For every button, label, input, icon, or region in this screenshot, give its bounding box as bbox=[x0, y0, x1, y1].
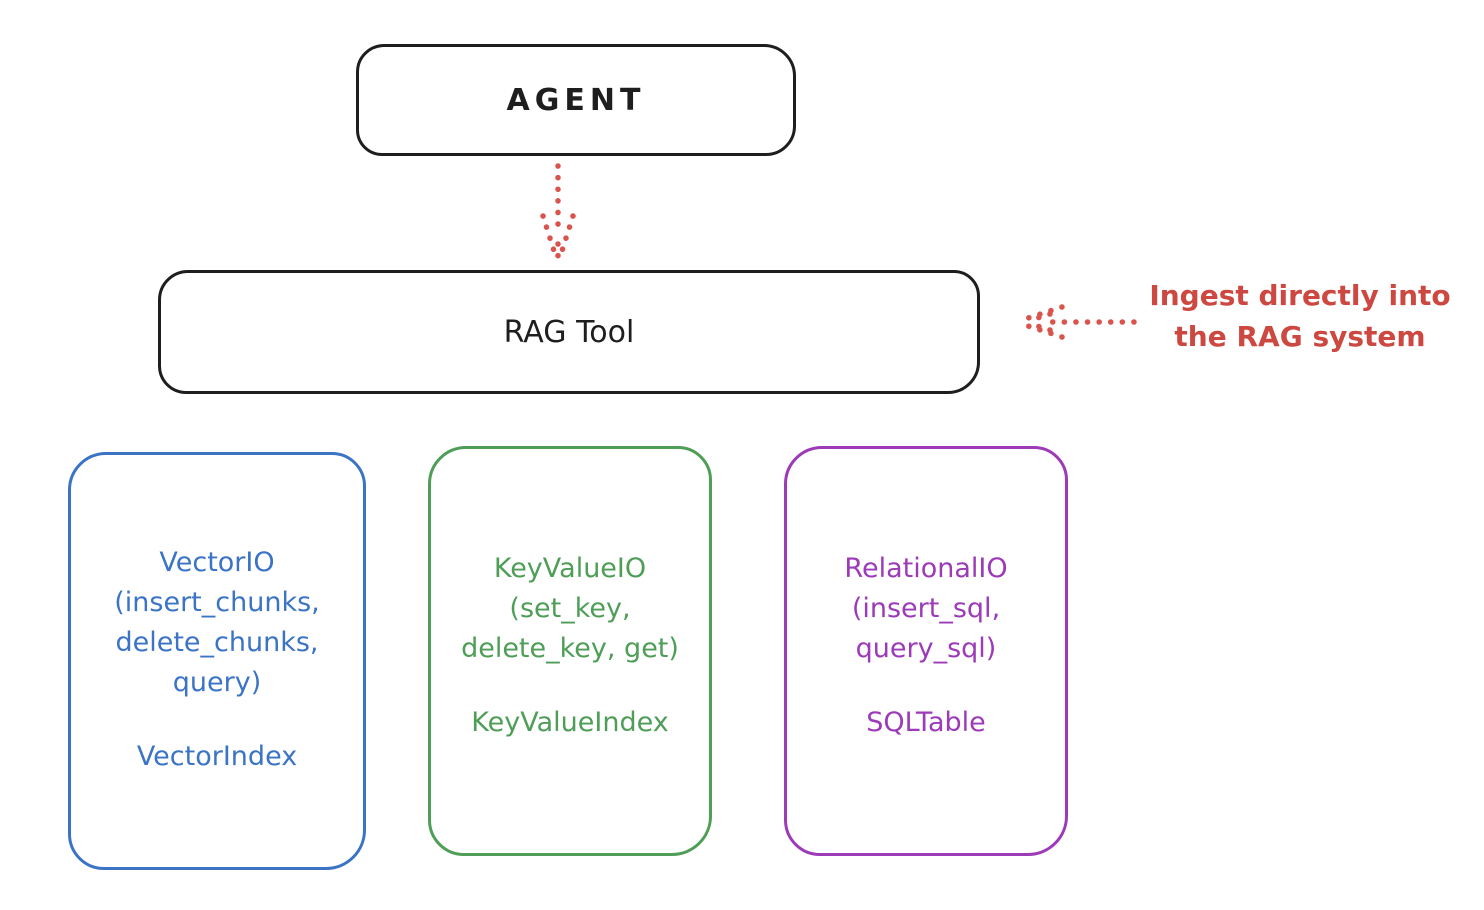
rag-tool-node-label: RAG Tool bbox=[503, 314, 635, 350]
vector-io-box: VectorIO (insert_chunks, delete_chunks, … bbox=[68, 452, 366, 870]
relational-io-box: RelationalIO (insert_sql, query_sql) SQL… bbox=[784, 446, 1068, 856]
keyvalue-io-box: KeyValueIO (set_key, delete_key, get) Ke… bbox=[428, 446, 712, 856]
relational-io-title: RelationalIO (insert_sql, query_sql) bbox=[844, 553, 1008, 664]
agent-node-label: AGENT bbox=[506, 82, 646, 118]
agent-node: AGENT bbox=[356, 44, 796, 156]
vector-index-label: VectorIndex bbox=[136, 741, 298, 772]
agent-to-rag-arrow bbox=[534, 158, 582, 268]
vector-io-title: VectorIO (insert_chunks, delete_chunks, … bbox=[114, 547, 320, 698]
ingest-annotation-text: Ingest directly into the RAG system bbox=[1149, 279, 1451, 353]
dotted-down-arrow-icon bbox=[540, 163, 576, 264]
keyvalue-index-label: KeyValueIndex bbox=[471, 707, 669, 738]
dotted-left-arrow-icon bbox=[1019, 304, 1137, 340]
sql-table-label: SQLTable bbox=[866, 707, 986, 738]
ingest-annotation-arrow bbox=[1014, 300, 1140, 344]
keyvalue-io-title: KeyValueIO (set_key, delete_key, get) bbox=[461, 553, 679, 664]
rag-tool-node: RAG Tool bbox=[158, 270, 980, 394]
